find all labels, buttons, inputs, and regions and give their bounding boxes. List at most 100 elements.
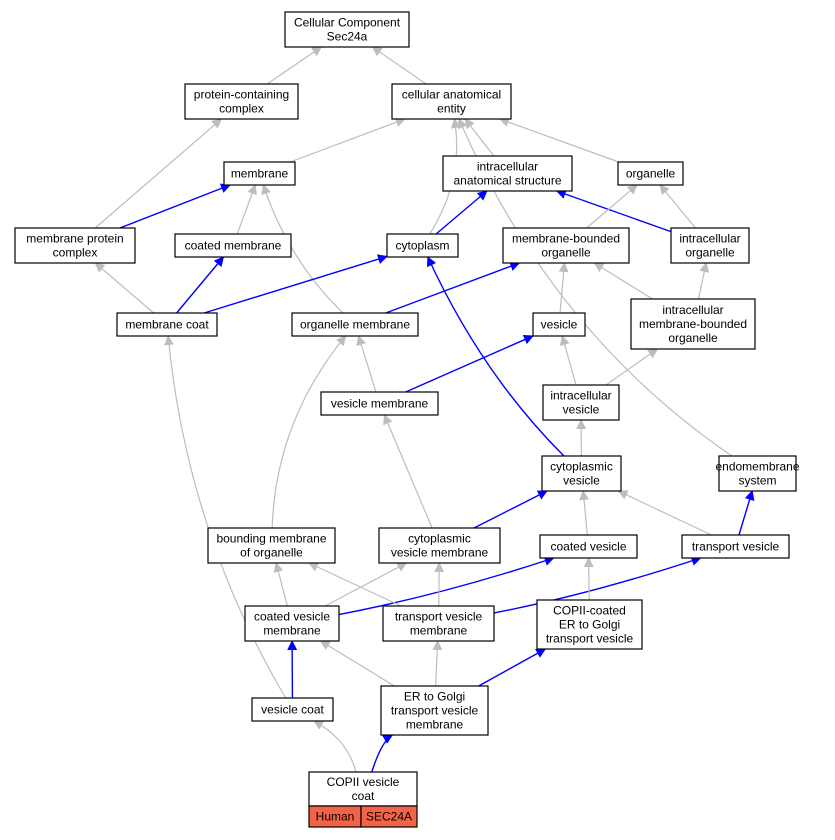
node-label: protein-containing [194,88,289,102]
node-transport-vesicle[interactable]: transport vesicle [681,534,790,559]
node-membrane-coat[interactable]: membrane coat [116,312,218,337]
node-coated-vesicle[interactable]: coated vesicle [539,534,638,559]
edge-vesicle-to-membrane-bounded-organelle [558,262,569,314]
node-box [617,161,684,186]
node-coated-membrane[interactable]: coated membrane [174,233,292,258]
edge-coated-vesicle-membrane-to-bounding-membrane [273,562,288,607]
node-label: membrane [231,167,289,181]
node-vesicle-coat[interactable]: vesicle coat [251,697,334,722]
edge-transport-vesicle-to-cytoplasmic-vesicle [617,490,712,536]
edge-organelle-membrane-to-membrane-bounded-organelle [385,261,521,314]
node-label: cytoplasm [395,239,449,253]
edge-cytoplasmic-vesicle-membrane-to-vesicle-membrane [383,414,433,529]
node-vesicle[interactable]: vesicle [532,312,586,337]
species-label: SEC24A [366,810,412,824]
node-label: membrane-bounded [512,232,620,246]
node-box [184,83,299,120]
node-box [541,455,622,492]
node-box [320,391,439,416]
node-box [442,155,573,192]
edge-transport-vesicle-to-endomembrane-system [738,490,755,536]
node-label: organelle [541,246,591,260]
node-organelle-membrane[interactable]: organelle membrane [291,312,419,337]
node-box [382,605,495,642]
edge-intracellular-mb-organelle-to-intracellular-organelle [697,262,710,300]
edges [94,46,755,773]
node-label: vesicle membrane [331,397,429,411]
edge-bounding-membrane-to-organelle-membrane [271,335,347,529]
edge-organelle-to-cellular-entity [498,117,619,163]
node-label: organelle membrane [300,318,410,332]
node-label: cytoplasmic [550,460,613,474]
node-label: transport vesicle [391,704,479,718]
node-label: intracellular [662,303,723,317]
node-label: transport vesicle [395,610,483,624]
node-box [378,527,501,564]
node-label: COPII vesicle [327,775,400,789]
node-label: ER to Golgi [559,618,620,632]
node-box [308,771,418,807]
node-label: entity [437,102,466,116]
node-label: anatomical structure [453,174,561,188]
node-box [251,697,334,722]
edge-transport-vesicle-membrane-to-bounding-membrane [308,562,402,607]
node-box [386,233,459,258]
edge-vesicle-coat-to-membrane-coat [164,335,287,699]
node-label: complex [53,246,98,260]
node-label: vesicle [563,403,600,417]
node-label: ER to Golgi [404,690,465,704]
node-box [116,312,218,337]
node-label: membrane [410,624,468,638]
node-label: intracellular [477,160,538,174]
node-label: membrane-bounded [639,317,747,331]
node-label: coated membrane [185,239,282,253]
node-label: Sec24a [327,30,368,44]
edge-vesicle-membrane-to-organelle-membrane [356,335,377,393]
edge-cytoplasmic-vesicle-membrane-to-cytoplasmic-vesicle [473,490,548,529]
edge-membrane-coat-to-coated-membrane [176,256,225,314]
species-cell: Human [308,805,362,828]
node-vesicle-membrane[interactable]: vesicle membrane [320,391,439,416]
node-membrane[interactable]: membrane [223,161,296,186]
node-label: transport vesicle [546,632,634,646]
edge-intracellular-organelle-to-intracellular-structure [555,189,672,233]
node-label: coated vesicle [254,610,330,624]
node-box [718,455,797,492]
node-label: intracellular [550,389,611,403]
edge-er-golgi-membrane-to-copii-vesicle [478,648,547,687]
node-box [391,83,512,120]
node-label: coat [352,789,375,803]
edge-coated-vesicle-membrane-to-coated-vesicle [338,556,555,616]
node-box [681,534,790,559]
node-cytoplasm[interactable]: cytoplasm [386,233,459,258]
node-organelle[interactable]: organelle [617,161,684,186]
node-label: organelle [626,167,676,181]
edge-organelle-membrane-to-membrane [261,184,344,314]
edge-copii-vesicle-to-coated-vesicle [583,557,594,601]
node-box [284,11,410,48]
node-box [532,312,586,337]
edge-copii-coat-to-vesicle-coat [312,720,357,773]
node-label: intracellular [679,232,740,246]
node-label: vesicle [563,474,600,488]
node-label: vesicle membrane [391,546,489,560]
